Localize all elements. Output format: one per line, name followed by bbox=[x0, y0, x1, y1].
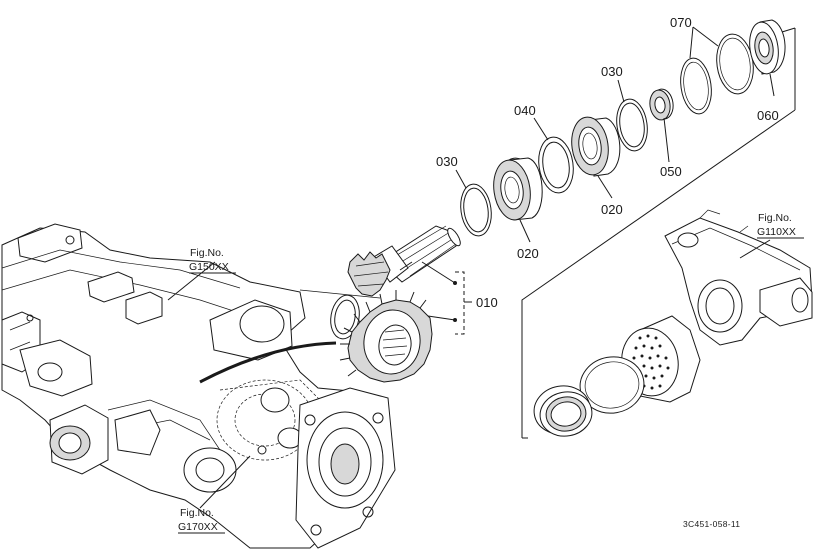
bevel-pinion-shaft-drawing bbox=[347, 225, 461, 297]
bushing-drawing bbox=[621, 315, 701, 403]
spacer-ring-040 bbox=[538, 136, 574, 194]
bearing-020-lower bbox=[493, 157, 543, 221]
snap-ring-030-upper bbox=[616, 98, 648, 152]
ring-gear-drawing bbox=[339, 290, 433, 383]
snap-ring-030-lower bbox=[460, 183, 492, 237]
assembly-bracket-010 bbox=[421, 261, 472, 335]
part-label-030-upper: 030 bbox=[601, 64, 623, 79]
leader-lines bbox=[167, 26, 775, 509]
oil-seal-060 bbox=[749, 19, 786, 75]
exploded-frame-lines bbox=[299, 27, 796, 439]
lower-seal-drawing bbox=[533, 385, 593, 437]
part-label-020-upper: 020 bbox=[601, 202, 623, 217]
drawing-number: 3C451-058-11 bbox=[683, 519, 740, 529]
fig-ref-g150[interactable]: Fig.No. G150XX bbox=[189, 247, 236, 274]
axle-housing-drawing bbox=[1, 223, 396, 549]
fig-ref-g150-line2: G150XX bbox=[189, 261, 229, 273]
part-label-030-lower: 030 bbox=[436, 154, 458, 169]
fig-ref-g110-line1: Fig.No. bbox=[758, 212, 792, 224]
part-label-020-lower: 020 bbox=[517, 246, 539, 261]
part-label-070: 070 bbox=[670, 15, 692, 30]
lock-nut-050 bbox=[649, 88, 674, 121]
lower-snap-ring-drawing bbox=[579, 356, 645, 414]
part-label-050: 050 bbox=[660, 164, 682, 179]
fig-ref-g110[interactable]: Fig.No. G110XX bbox=[757, 212, 804, 239]
snap-rings-070 bbox=[680, 33, 754, 115]
fig-ref-g170-line1: Fig.No. bbox=[180, 507, 214, 519]
fig-ref-g170[interactable]: Fig.No. G170XX bbox=[178, 507, 225, 534]
knuckle-arm-drawing bbox=[664, 209, 813, 346]
bearing-020-upper bbox=[571, 116, 621, 177]
fig-ref-g170-line2: G170XX bbox=[178, 521, 218, 533]
part-label-010: 010 bbox=[476, 295, 498, 310]
part-label-060: 060 bbox=[757, 108, 779, 123]
fig-ref-g110-line2: G110XX bbox=[757, 226, 796, 238]
fig-ref-g150-line1: Fig.No. bbox=[190, 247, 224, 259]
part-label-040: 040 bbox=[514, 103, 536, 118]
